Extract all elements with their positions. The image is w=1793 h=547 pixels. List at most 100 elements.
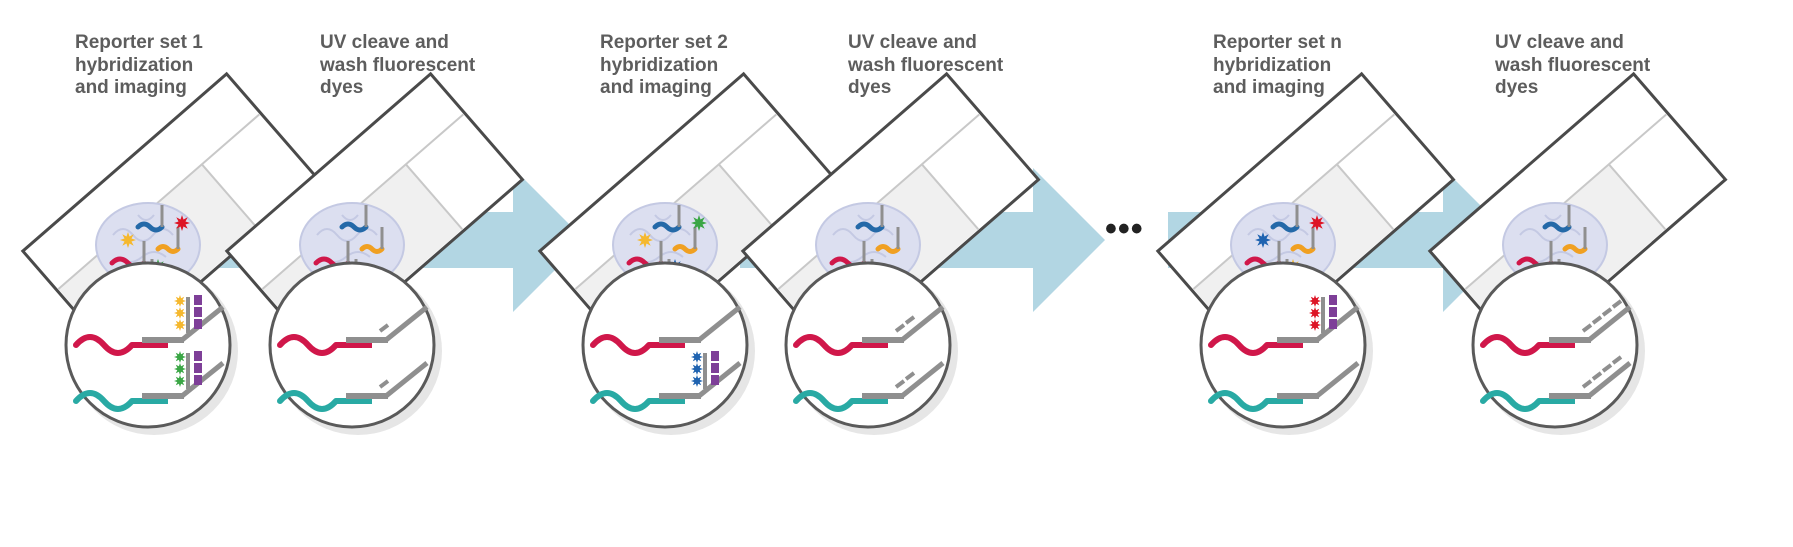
- dye-star: [174, 351, 186, 363]
- slide-divider: [261, 113, 464, 290]
- barcode-block: [194, 351, 202, 361]
- cleaved-reporter-segment: [1611, 299, 1623, 309]
- probe: [1542, 221, 1572, 233]
- probe-arm: [1315, 361, 1360, 398]
- slide-divider: [1192, 113, 1395, 290]
- target-rna: [73, 334, 135, 356]
- probe-arm: [384, 305, 429, 342]
- dye-star: [1255, 232, 1271, 248]
- zoom-detail: [64, 261, 238, 435]
- dye-star: [174, 319, 186, 331]
- zoom-detail: [1199, 261, 1373, 435]
- barcode-block: [711, 351, 719, 361]
- dye-star: [174, 215, 190, 231]
- cleaved-reporter-segment: [1581, 323, 1593, 333]
- cleaved-reporter-segment: [904, 315, 916, 325]
- zoom-detail: [784, 261, 958, 435]
- zoom-detail: [581, 261, 755, 435]
- probe: [1562, 244, 1588, 254]
- probe: [359, 244, 385, 254]
- probe: [855, 221, 885, 233]
- stage-setn: [1155, 71, 1456, 435]
- dye-star: [691, 363, 703, 375]
- target-rna: [73, 390, 135, 412]
- stage-set1: [20, 71, 321, 435]
- step-label-reporter-set-n: Reporter set n hybridization and imaging: [1213, 32, 1342, 98]
- barcode-block: [711, 363, 719, 373]
- barcode-block: [711, 375, 719, 385]
- target-rna: [277, 334, 339, 356]
- dye-star: [174, 295, 186, 307]
- slide-divider: [1464, 113, 1667, 290]
- barcode-block: [194, 307, 202, 317]
- slide-divider: [718, 163, 777, 230]
- cleaved-reporter-segment: [904, 371, 916, 381]
- target-rna: [1480, 390, 1542, 412]
- probe-arm: [384, 361, 429, 398]
- step-label-uv-cleave-2: UV cleave and wash fluorescent dyes: [848, 32, 1004, 98]
- cleaved-reporter-segment: [894, 323, 906, 333]
- step-label-uv-cleave-n: UV cleave and wash fluorescent dyes: [1495, 32, 1651, 98]
- slide-divider: [1336, 163, 1395, 230]
- probe-arm: [180, 305, 225, 342]
- cleaved-reporter-segment: [378, 323, 390, 333]
- step-label-reporter-set-1: Reporter set 1 hybridization and imaging: [75, 32, 203, 98]
- barcode-block: [194, 319, 202, 329]
- dye-star: [174, 307, 186, 319]
- probe-arm: [1587, 305, 1632, 342]
- ellipsis-more-cycles: •••: [1105, 210, 1144, 248]
- probe-arm: [900, 361, 945, 398]
- slide-divider: [1608, 163, 1667, 230]
- probe-arm: [1587, 361, 1632, 398]
- probe: [155, 244, 181, 254]
- target-rna: [277, 390, 339, 412]
- target-rna: [793, 390, 855, 412]
- target-rna: [1480, 334, 1542, 356]
- zoom-detail: [268, 261, 442, 435]
- zoom-detail: [1471, 261, 1645, 435]
- target-rna: [1208, 334, 1270, 356]
- target-rna: [590, 390, 652, 412]
- step-label-reporter-set-2: Reporter set 2 hybridization and imaging: [600, 32, 728, 98]
- dye-star: [691, 351, 703, 363]
- probe-arm: [900, 305, 945, 342]
- dye-star: [120, 232, 136, 248]
- barcode-block: [194, 375, 202, 385]
- probe-arm: [697, 305, 742, 342]
- stage-set2: [537, 71, 838, 435]
- cleaved-reporter-segment: [1591, 315, 1603, 325]
- dye-star: [174, 375, 186, 387]
- target-rna: [793, 334, 855, 356]
- cleaved-reporter-segment: [1591, 371, 1603, 381]
- slide-divider: [405, 163, 464, 230]
- cleaved-reporter-segment: [378, 379, 390, 389]
- probe: [339, 221, 369, 233]
- slide-divider: [777, 113, 980, 290]
- slide-divider: [57, 113, 260, 290]
- dye-star: [637, 232, 653, 248]
- probe: [875, 244, 901, 254]
- step-label-uv-cleave-1: UV cleave and wash fluorescent dyes: [320, 32, 476, 98]
- dye-star: [174, 363, 186, 375]
- slide-divider: [921, 163, 980, 230]
- probe: [652, 221, 682, 233]
- stage-cleave1: [224, 71, 525, 435]
- probe: [1290, 244, 1316, 254]
- slide-divider: [201, 163, 260, 230]
- probe-arm: [1315, 305, 1360, 342]
- probe: [1270, 221, 1300, 233]
- slide-divider: [574, 113, 777, 290]
- process-stages: [20, 71, 1728, 435]
- probe-arm: [697, 361, 742, 398]
- dye-star: [1309, 307, 1321, 319]
- cleaved-reporter-segment: [1611, 355, 1623, 365]
- probe-arm: [180, 361, 225, 398]
- dye-star: [1309, 215, 1325, 231]
- barcode-block: [1329, 307, 1337, 317]
- cleaved-reporter-segment: [1601, 307, 1613, 317]
- barcode-block: [194, 363, 202, 373]
- target-rna: [1208, 390, 1270, 412]
- probe: [135, 221, 165, 233]
- barcode-block: [194, 295, 202, 305]
- cleaved-reporter-segment: [1601, 363, 1613, 373]
